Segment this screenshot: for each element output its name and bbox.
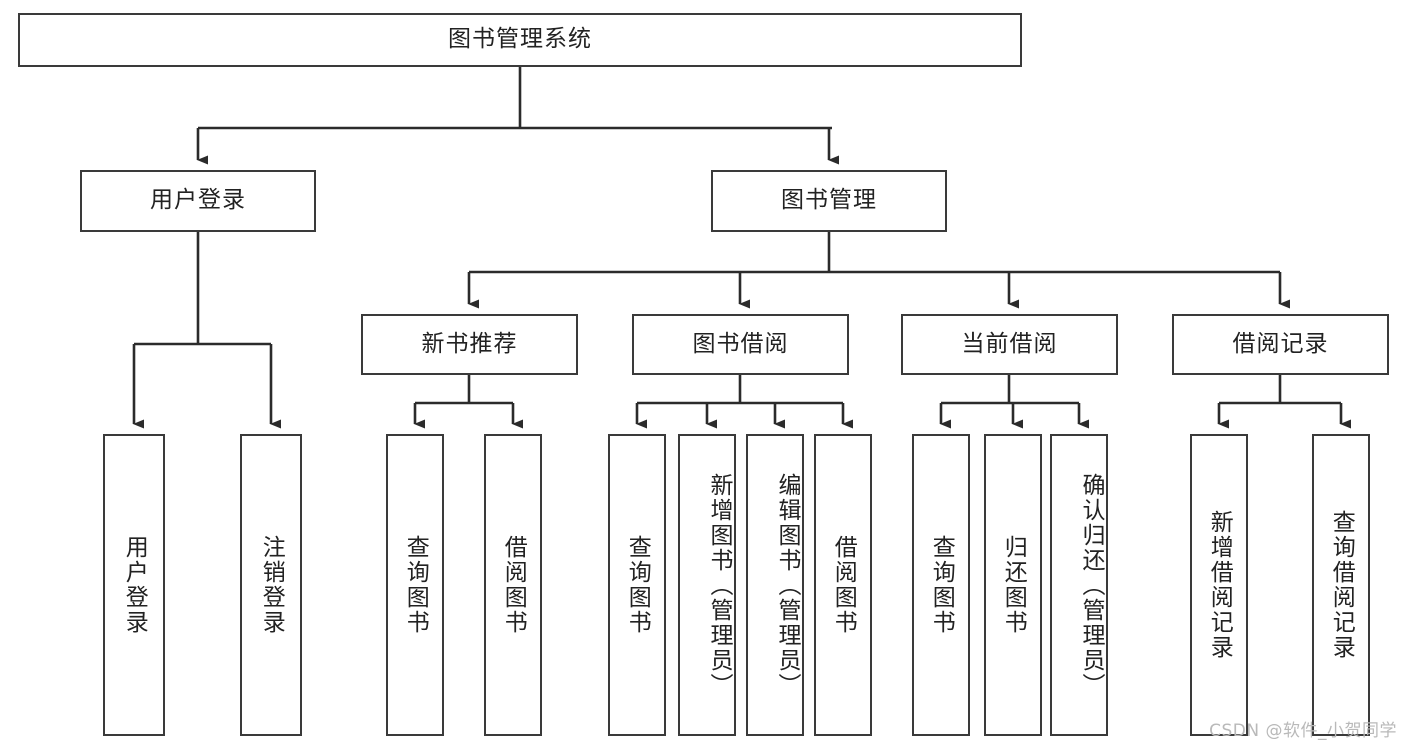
node-level2-book-management[interactable]: 图书管理 [711, 170, 947, 232]
node-level3-new-book-recommend[interactable]: 新书推荐 [361, 314, 578, 375]
node-level3-book-borrow[interactable]: 图书借阅 [632, 314, 849, 375]
leaf-node[interactable]: 确认归还（管理员） [1050, 434, 1108, 736]
leaf-node[interactable]: 注销登录 [240, 434, 302, 736]
node-level2-user-login[interactable]: 用户登录 [80, 170, 316, 232]
node-root[interactable]: 图书管理系统 [18, 13, 1022, 67]
leaf-node[interactable]: 借阅图书 [484, 434, 542, 736]
node-level3-current-borrow[interactable]: 当前借阅 [901, 314, 1118, 375]
leaf-node[interactable]: 借阅图书 [814, 434, 872, 736]
leaf-node[interactable]: 查询图书 [912, 434, 970, 736]
node-level3-borrow-records[interactable]: 借阅记录 [1172, 314, 1389, 375]
leaf-node[interactable]: 新增借阅记录 [1190, 434, 1248, 736]
leaf-node[interactable]: 编辑图书（管理员） [746, 434, 804, 736]
leaf-node[interactable]: 查询图书 [386, 434, 444, 736]
csdn-watermark: CSDN @软件_小贺同学 [1209, 721, 1397, 741]
leaf-node[interactable]: 用户登录 [103, 434, 165, 736]
leaf-node[interactable]: 归还图书 [984, 434, 1042, 736]
leaf-node[interactable]: 新增图书（管理员） [678, 434, 736, 736]
leaf-node[interactable]: 查询图书 [608, 434, 666, 736]
leaf-node[interactable]: 查询借阅记录 [1312, 434, 1370, 736]
